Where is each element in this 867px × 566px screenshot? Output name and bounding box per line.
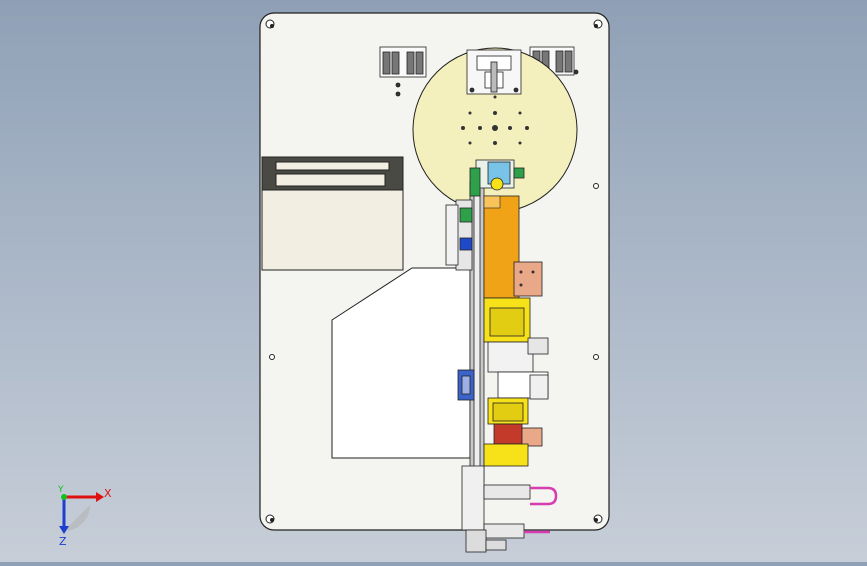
heater-block[interactable] <box>513 261 543 297</box>
triad-x-label: X <box>104 487 112 500</box>
triad-z-label: Z <box>59 535 67 548</box>
clamp-block-left[interactable] <box>379 46 427 97</box>
roller-upper[interactable] <box>483 297 531 343</box>
coordinate-triad: X Y Z <box>57 485 112 548</box>
feeder-arm[interactable] <box>483 195 520 299</box>
cutter-side-block[interactable] <box>521 427 543 447</box>
triad-y-label: Y <box>57 485 64 495</box>
roller-lower[interactable] <box>487 397 529 425</box>
disk-top-fixture[interactable] <box>466 49 522 95</box>
rotary-disk[interactable] <box>412 47 578 213</box>
gripper-parts[interactable] <box>459 159 525 251</box>
output-clamp[interactable] <box>483 443 529 467</box>
tube-assembly[interactable] <box>461 465 558 553</box>
feeder-arm-tip <box>483 195 501 209</box>
cutter-block[interactable] <box>493 423 523 445</box>
side-box-left[interactable] <box>261 156 404 271</box>
middle-mechanism[interactable] <box>457 337 549 401</box>
